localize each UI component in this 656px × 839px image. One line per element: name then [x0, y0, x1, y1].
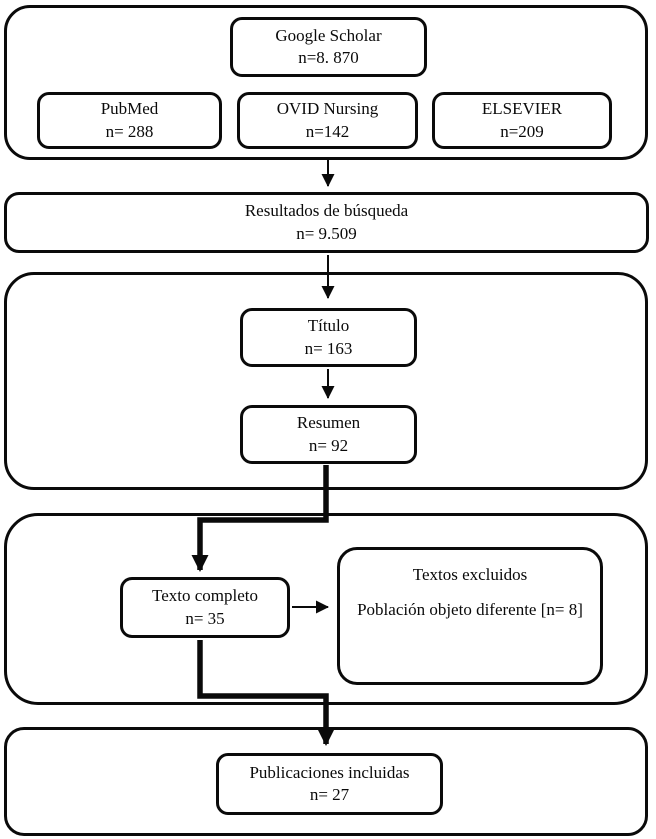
node-ovid-nursing: OVID Nursing n=142	[237, 92, 418, 149]
node-pubmed-label: PubMed	[100, 99, 159, 119]
node-textos-excluidos: Textos excluidos Población objeto difere…	[337, 547, 603, 685]
node-pubmed: PubMed n= 288	[37, 92, 222, 149]
node-google-scholar-label: Google Scholar	[275, 25, 382, 45]
node-resultados-busqueda: Resultados de búsqueda n= 9.509	[4, 192, 649, 253]
node-texto-completo-label: Texto completo	[152, 586, 258, 606]
node-resumen-label: Resumen	[296, 413, 361, 433]
node-elsevier-count: n=209	[500, 121, 544, 141]
node-titulo: Título n= 163	[240, 308, 417, 367]
node-publicaciones-count: n= 27	[309, 785, 350, 804]
node-ovid-nursing-count: n=142	[305, 121, 350, 141]
node-texto-completo: Texto completo n= 35	[120, 577, 290, 638]
node-pubmed-count: n= 288	[105, 121, 154, 141]
node-titulo-count: n= 163	[304, 338, 353, 358]
node-resumen-count: n= 92	[308, 435, 349, 455]
node-google-scholar: Google Scholar n=8. 870	[230, 17, 427, 77]
node-titulo-label: Título	[307, 316, 350, 336]
node-elsevier: ELSEVIER n=209	[432, 92, 612, 149]
node-publicaciones-label: Publicaciones incluidas	[249, 762, 410, 782]
node-textos-excluidos-label: Textos excluidos	[412, 565, 528, 584]
node-elsevier-label: ELSEVIER	[481, 99, 563, 119]
node-resultados-label: Resultados de búsqueda	[244, 201, 409, 221]
node-publicaciones-incluidas: Publicaciones incluidas n= 27	[216, 753, 443, 815]
node-texto-completo-count: n= 35	[185, 608, 225, 628]
node-textos-excluidos-reason: Población objeto diferente [n= 8]	[357, 600, 583, 620]
node-resumen: Resumen n= 92	[240, 405, 417, 464]
node-resultados-count: n= 9.509	[296, 223, 357, 243]
node-google-scholar-count: n=8. 870	[298, 48, 359, 67]
node-ovid-nursing-label: OVID Nursing	[276, 99, 379, 119]
